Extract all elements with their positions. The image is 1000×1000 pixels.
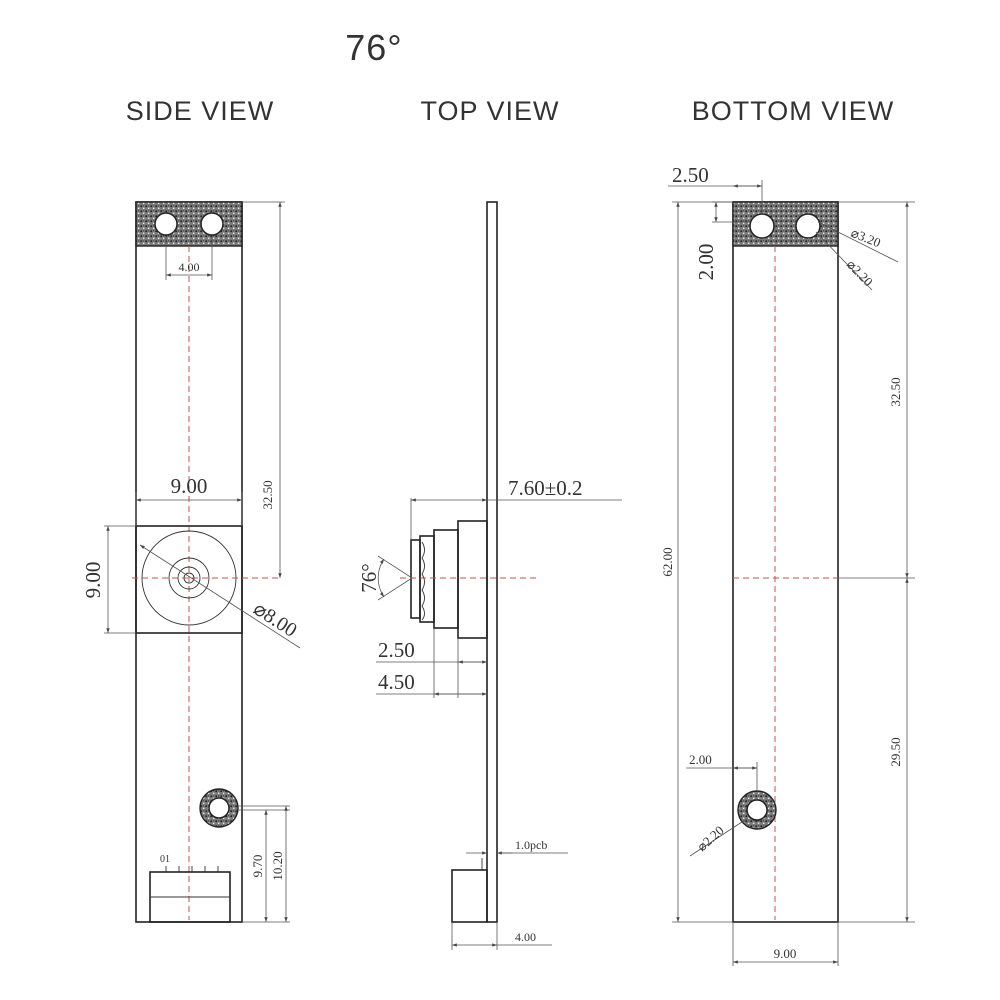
fov-ray [377,555,413,579]
leader-line [817,221,899,263]
leader-line [139,544,301,649]
side-dim-length-upper: 32.50 [260,480,275,509]
side-lens-holder [135,525,243,634]
side-dim-lens-diameter: ⌀8.00 [249,598,300,642]
top-dim-fov: 76° [357,563,381,592]
bottom-dim-hole-lower: ⌀2.20 [694,823,727,855]
top-connector [451,869,488,923]
top-view: 76° 7.60±0.2 2.50 4.50 1.0pcb 4.00 [357,201,622,950]
bottom-dim-width: 9.00 [774,946,797,961]
leader-line [689,817,749,857]
side-view-title: SIDE VIEW [126,96,275,126]
fov-ray [377,577,413,601]
side-dim-width: 9.00 [171,474,208,498]
bottom-view-title: BOTTOM VIEW [692,96,895,126]
top-view-title: TOP VIEW [420,96,559,126]
bottom-dim-total: 62.00 [660,547,675,576]
bottom-mount-hole-right [795,213,821,239]
side-screw-hole-inner [208,797,230,819]
side-dim-lower-b: 10.20 [270,851,285,880]
top-dim-connector: 4.00 [515,930,536,944]
top-lens-front [419,535,435,623]
side-mount-hole-right [200,212,224,236]
side-connector-pin-label: 01 [160,854,170,865]
top-dim-pcb: 1.0pcb [515,838,547,852]
bottom-dim-top-offset: 2.50 [672,163,709,187]
side-view: 4.00 9.00 9.00 ⌀8.00 32.50 9.70 [81,201,301,923]
top-pcb-edge [486,201,498,923]
side-dim-height: 9.00 [81,562,105,599]
top-lens-thread [421,541,425,621]
side-lens-mid [168,557,210,599]
top-lens-barrel [433,529,459,629]
bottom-screw-hole-inner [746,799,768,821]
bottom-dim-hole-offset: 2.00 [689,752,712,767]
side-dim-lower-a: 9.70 [250,855,265,878]
angle-title: 76° [345,27,402,68]
leader-line [815,231,873,291]
side-mount-hole-left [154,212,178,236]
bottom-mount-hole-left [749,213,775,239]
top-lens-glass [410,539,421,619]
top-dim-b: 4.50 [378,670,415,694]
fov-arc [377,558,385,598]
side-dim-hole-pitch: 4.00 [179,260,200,274]
top-dim-lens-height: 7.60±0.2 [508,476,583,500]
bottom-dim-hole-large: ⌀3.20 [849,225,883,250]
bottom-dim-lower: 29.50 [888,737,903,766]
bottom-dim-side-offset: 2.00 [694,244,718,281]
bottom-view: 2.50 2.00 ⌀3.20 ⌀2.20 32.50 29.50 62.00 … [660,163,915,966]
top-dim-a: 2.50 [378,638,415,662]
top-lens-base [457,520,488,639]
bottom-dim-upper: 32.50 [888,377,903,406]
side-mounting-tab [135,201,243,247]
bottom-dim-hole-small: ⌀2.20 [844,257,876,289]
